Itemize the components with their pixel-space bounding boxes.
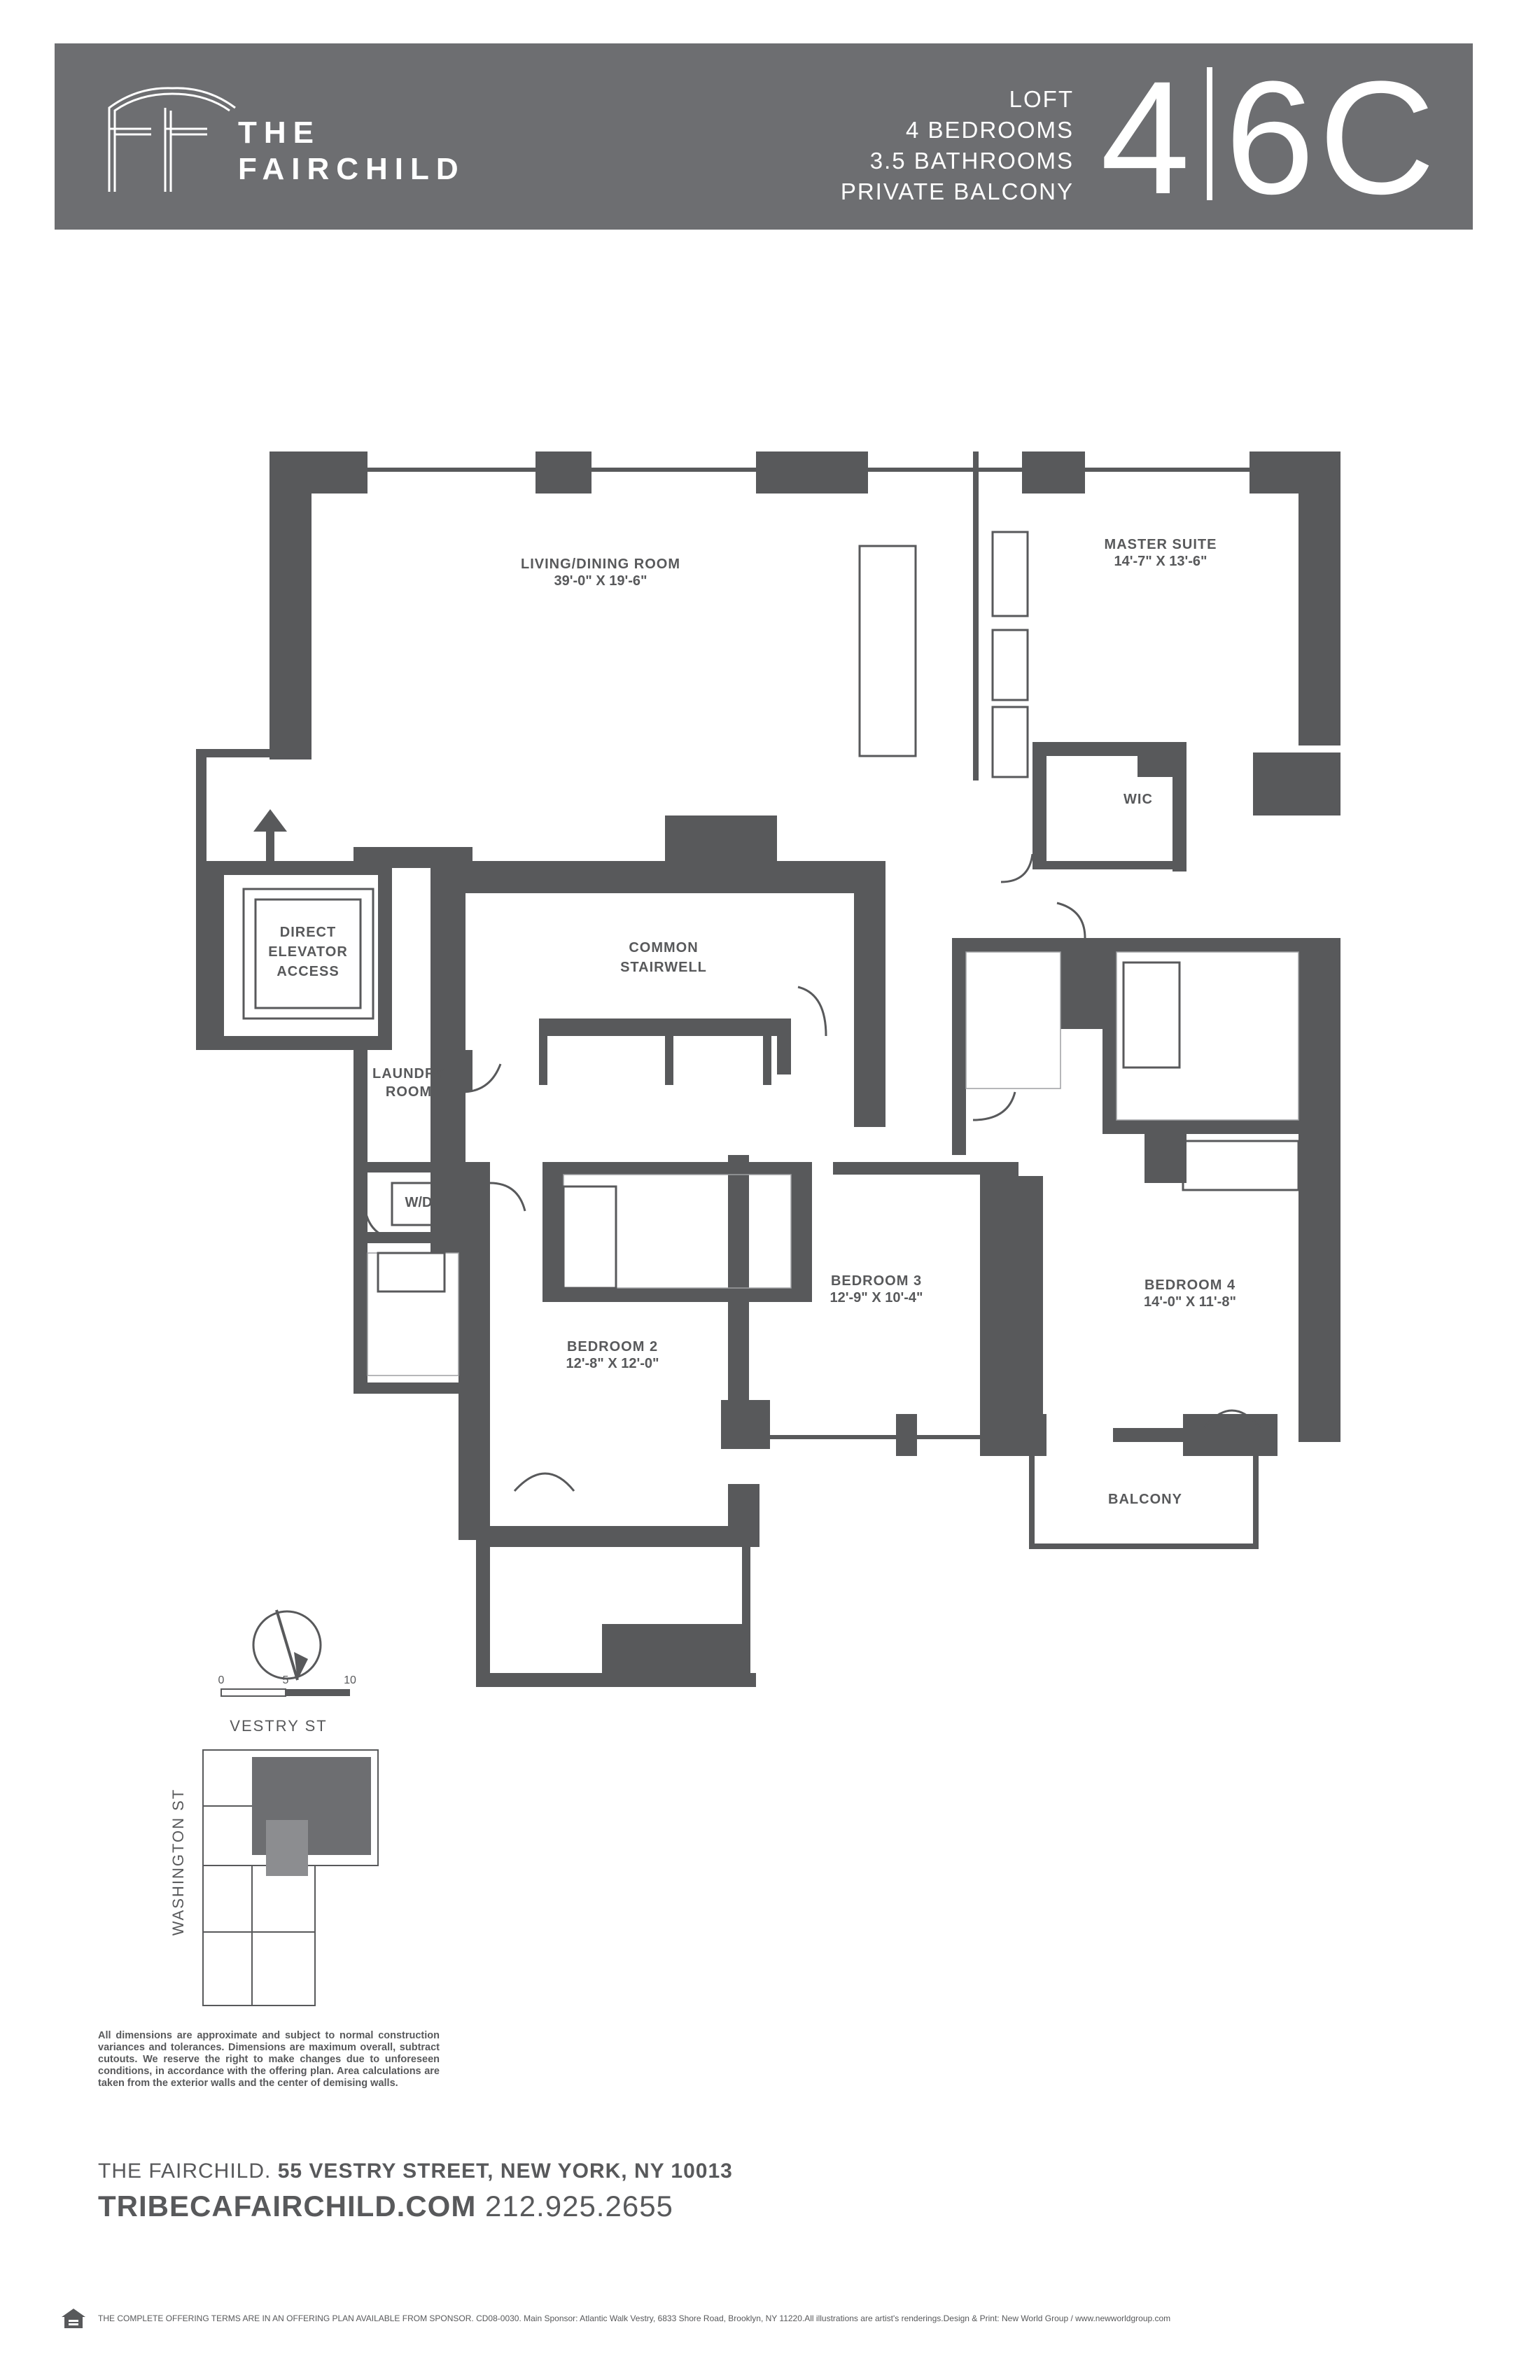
fairchild-logo-icon <box>108 87 236 192</box>
wic-label: WIC <box>1124 792 1153 807</box>
address-name: THE FAIRCHILD. <box>98 2160 272 2183</box>
brand-name: THE FAIRCHILD <box>238 115 465 188</box>
brand-line-2: FAIRCHILD <box>238 152 465 186</box>
elevator-label-3: ACCESS <box>276 964 339 979</box>
living-room-dim: 39'-0" X 19'-6" <box>554 573 648 589</box>
street-vestry: VESTRY ST <box>230 1717 327 1735</box>
scale-zero: 0 <box>218 1674 225 1686</box>
unit-id: 6C <box>1224 48 1439 227</box>
elevator-cab <box>242 888 374 1020</box>
master-suite-dim: 14'-7" X 13'-6" <box>1114 554 1208 569</box>
street-washington: WASHINGTON ST <box>169 1788 187 1936</box>
north-arrow-icon <box>252 1609 322 1681</box>
scale-bar <box>220 1688 350 1697</box>
elevator-label-1: DIRECT <box>280 925 336 940</box>
equal-housing-icon <box>62 2309 85 2328</box>
spec-balcony: PRIVATE BALCONY <box>840 178 1074 204</box>
phone-number: 212.925.2655 <box>484 2190 673 2222</box>
address-street: 55 VESTRY STREET, NEW YORK, NY 10013 <box>277 2160 733 2183</box>
elevator-arrow-icon <box>253 809 287 875</box>
washer-dryer-label: W/D <box>405 1195 433 1210</box>
laundry-label-2: ROOM <box>386 1084 432 1100</box>
website-link[interactable]: TRIBECAFAIRCHILD.COM <box>98 2190 477 2222</box>
bedroom-4-dim: 14'-0" X 11'-8" <box>1144 1294 1236 1310</box>
master-suite-name: MASTER SUITE <box>1105 537 1217 552</box>
unit-specs: LOFT 4 BEDROOMS 3.5 BATHROOMS PRIVATE BA… <box>841 84 1074 207</box>
brand-line-1: THE <box>238 115 321 150</box>
kitchen-island <box>858 545 917 757</box>
living-room-name: LIVING/DINING ROOM <box>521 556 680 572</box>
bedroom-2-dim: 12'-8" X 12'-0" <box>566 1356 659 1371</box>
tile-floor <box>965 951 1061 1089</box>
stairwell-label-1: COMMON <box>629 940 698 955</box>
key-plan <box>202 1749 379 2006</box>
offering-note: THE COMPLETE OFFERING TERMS ARE IN AN OF… <box>98 2314 1171 2323</box>
unit-separator <box>1206 67 1212 200</box>
scale-ten: 10 <box>344 1674 356 1686</box>
contact-line: TRIBECAFAIRCHILD.COM 212.925.2655 <box>98 2190 673 2223</box>
bedroom-3-dim: 12'-9" X 10'-4" <box>830 1290 923 1306</box>
stairwell-label-2: STAIRWELL <box>620 960 707 975</box>
spec-bathrooms: 3.5 BATHROOMS <box>869 148 1074 174</box>
spec-type: LOFT <box>1009 86 1074 112</box>
elevator-label-2: ELEVATOR <box>268 944 348 960</box>
bedroom-3-name: BEDROOM 3 <box>831 1273 922 1289</box>
balcony-label: BALCONY <box>1108 1492 1182 1507</box>
spec-bedrooms: 4 BEDROOMS <box>905 117 1074 143</box>
bedroom-2-name: BEDROOM 2 <box>567 1339 658 1354</box>
bedroom-4-name: BEDROOM 4 <box>1144 1278 1236 1293</box>
header-banner: THE FAIRCHILD LOFT 4 BEDROOMS 3.5 BATHRO… <box>55 43 1473 230</box>
scale-five: 5 <box>283 1674 289 1686</box>
disclaimer-text: All dimensions are approximate and subje… <box>98 2030 440 2089</box>
unit-floor: 4 <box>1100 48 1194 227</box>
laundry-label-1: LAUNDRY <box>372 1066 445 1082</box>
address-line: THE FAIRCHILD. 55 VESTRY STREET, NEW YOR… <box>98 2160 733 2183</box>
